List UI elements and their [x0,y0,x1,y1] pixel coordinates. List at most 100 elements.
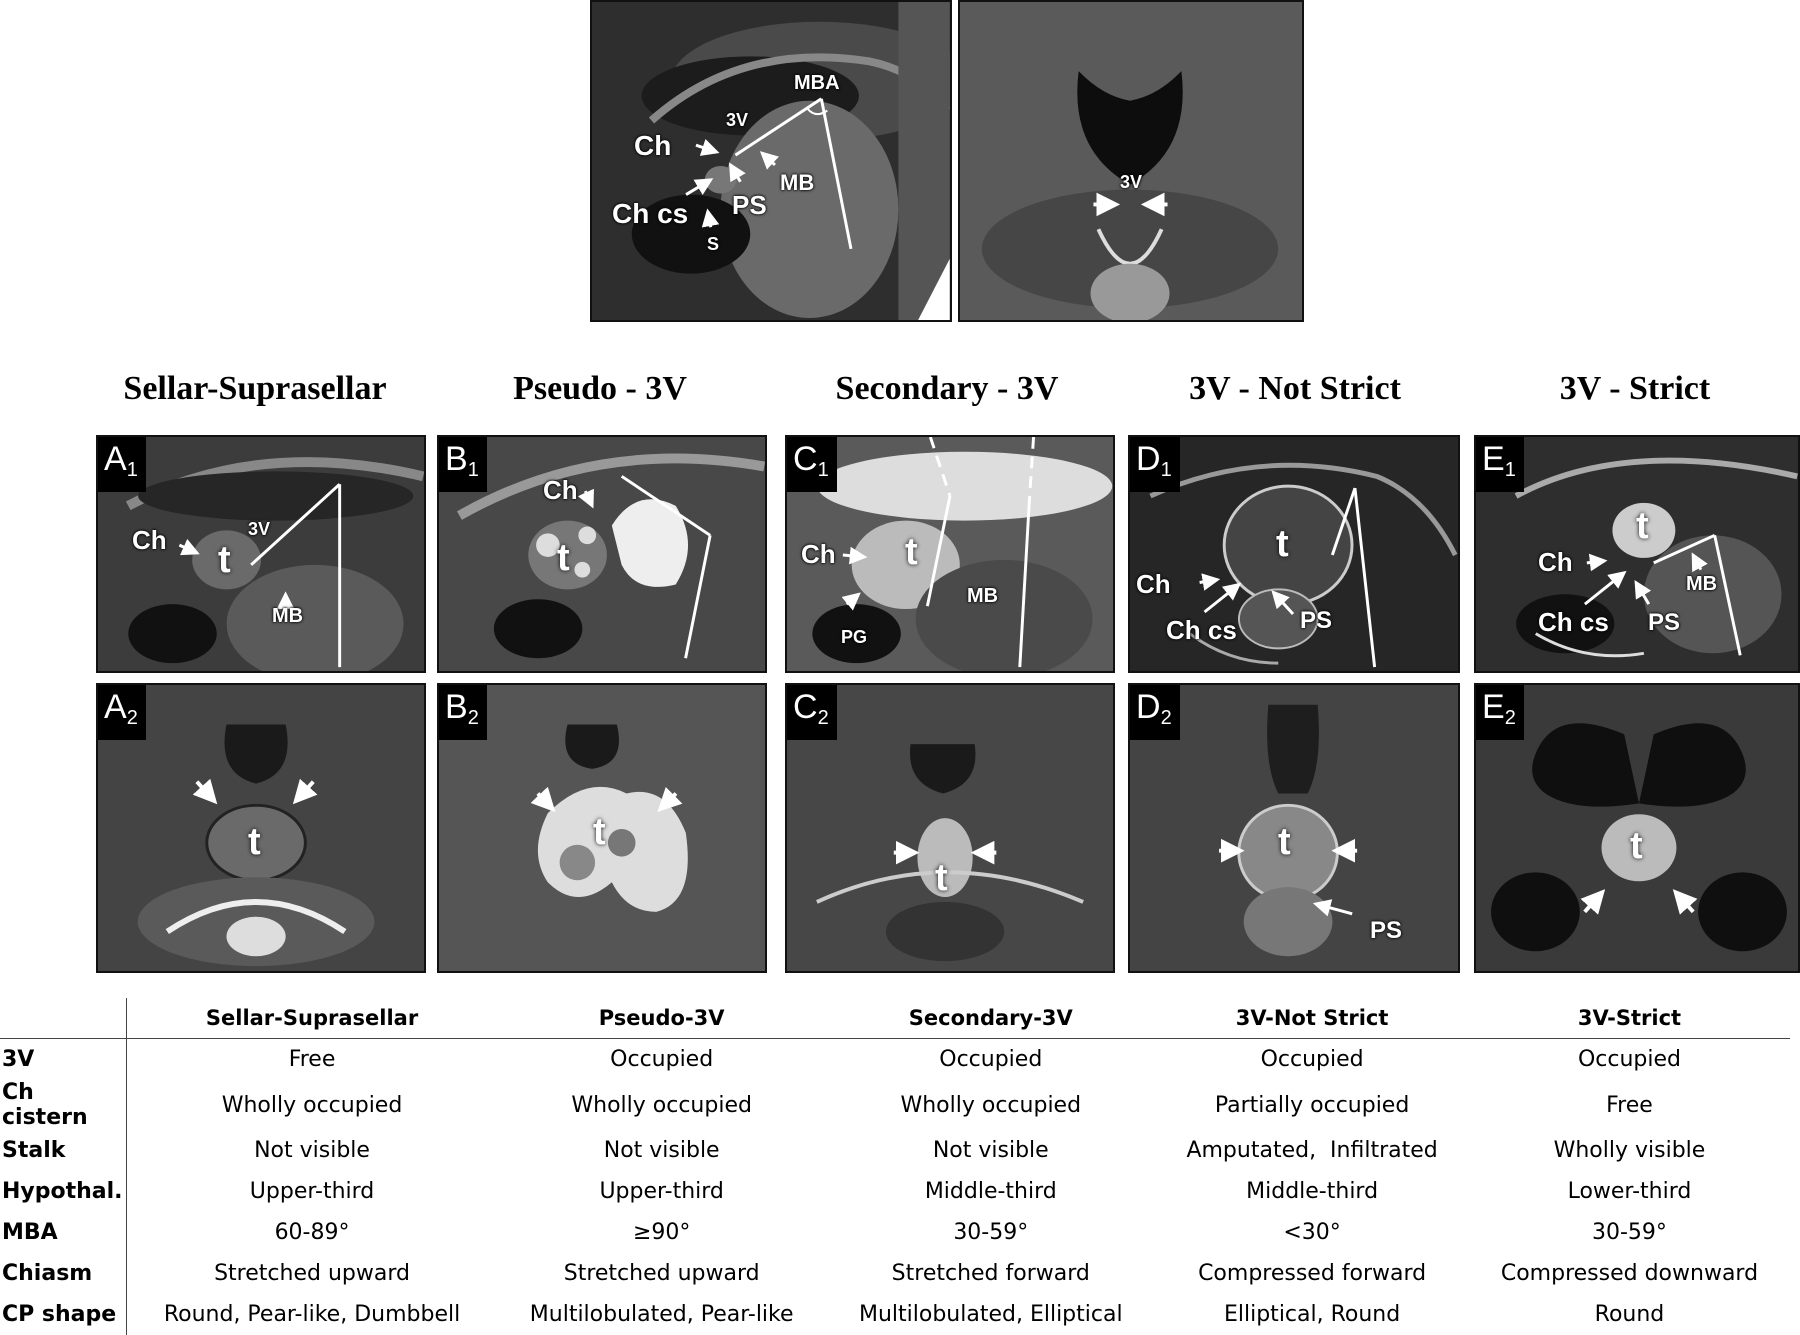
header-3v-strict: 3V-Strict [1468,998,1790,1039]
label-ps: PS [1648,609,1681,636]
label-tumor: t [935,857,948,899]
table-row: Stalk Not visible Not visible Not visibl… [0,1130,1790,1171]
panel-letter-a1: A1 [98,437,146,492]
table-header-row: Sellar-Suprasellar Pseudo-3V Secondary-3… [0,998,1790,1039]
table-cell: <30° [1283,1220,1341,1245]
panel-b2: B2 t [437,683,767,973]
header-sellar-suprasellar: Sellar-Suprasellar [126,998,498,1039]
column-title-c: Secondary - 3V [835,370,1059,407]
panel-a2: A2 t [96,683,426,973]
table-cell: Compressed forward [1198,1261,1427,1286]
table-cell: Free [288,1047,336,1072]
table-cell: Stretched upward [214,1261,410,1286]
table-cell: Round [1594,1302,1665,1327]
label-3v: 3V [726,110,749,130]
label-ch: Ch [1538,547,1573,577]
panel-letter-c1: C1 [787,437,837,492]
label-mb: MB [780,170,815,195]
table-cell: Amputated, Infiltrated [1186,1138,1438,1163]
panel-letter-c2: C2 [787,685,837,740]
panel-d2: D2 t PS [1128,683,1460,973]
table-cell: 60-89° [274,1220,350,1245]
coronal-anatomy-drawing [981,71,1279,320]
label-pg: PG [841,627,868,647]
label-tumor: t [1636,505,1649,547]
row-label-stalk: Stalk [0,1130,127,1171]
table-cell: Round, Pear-like, Dumbbell [163,1302,461,1327]
table-cell: Wholly occupied [571,1092,752,1118]
panel-letter-b2: B2 [439,685,487,740]
label-ch: Ch [801,539,836,569]
table-row: MBA 60-89° ≥90° 30-59° <30° 30-59° [0,1212,1790,1253]
panel-d1: D1 Ch t Ch cs PS [1128,435,1460,673]
label-ps: PS [732,190,767,220]
panel-e2: E2 t [1474,683,1800,973]
classification-table: Sellar-Suprasellar Pseudo-3V Secondary-3… [0,998,1790,1335]
table-cell: Free [1606,1092,1653,1118]
table-cell: Occupied [610,1047,714,1072]
panel-b1: B1 Ch t [437,435,767,673]
table-cell: Occupied [1577,1047,1681,1072]
label-3v: 3V [248,519,271,539]
table-cell: Compressed downward [1500,1261,1759,1286]
label-tumor: t [218,539,231,581]
label-tumor: t [1276,523,1289,565]
panel-letter-a2: A2 [98,685,146,740]
table-cell: Lower-third [1567,1179,1692,1204]
column-title-d: 3V - Not Strict [1189,370,1401,407]
table-cell: Middle-third [924,1179,1057,1204]
table-cell: Stretched forward [891,1261,1090,1286]
header-pseudo-3v: Pseudo-3V [497,998,827,1039]
label-mb: MB [272,605,304,627]
table-cell: Elliptical, Round [1223,1302,1401,1327]
label-tumor: t [1630,825,1643,867]
table-cell: Wholly occupied [900,1092,1082,1118]
label-ch: Ch [1136,569,1171,599]
table-cell: ≥90° [632,1220,691,1245]
label-mb: MB [967,585,999,607]
table-cell: Wholly visible [1553,1138,1706,1163]
label-ch-cs: Ch cs [612,198,689,229]
panel-e1: E1 Ch t MB Ch cs PS [1474,435,1800,673]
table-row: Hypothal. Upper-third Upper-third Middle… [0,1171,1790,1212]
label-ch: Ch [132,525,167,555]
column-title-e: 3V - Strict [1559,370,1711,407]
mri-top-sagittal: MBA 3V Ch MB Ch cs PS S [590,0,952,322]
label-ps: PS [1370,917,1403,944]
panel-letter-d1: D1 [1130,437,1180,492]
label-tumor: t [248,821,261,863]
table-row: 3V Free Occupied Occupied Occupied Occup… [0,1038,1790,1080]
table-cell: Occupied [939,1047,1043,1072]
table-cell: Middle-third [1246,1179,1379,1204]
label-ch-cs: Ch cs [1166,615,1237,645]
panel-letter-e2: E2 [1476,685,1524,740]
row-label-3v: 3V [0,1038,127,1080]
header-3v-not-strict: 3V-Not Strict [1155,998,1469,1039]
table-cell: Not visible [603,1138,720,1163]
label-ps: PS [1300,607,1333,634]
table-cell: Occupied [1260,1047,1364,1072]
row-label-ch-cistern: Ch cistern [0,1080,127,1130]
row-label-cp-shape: CP shape [0,1294,127,1335]
label-ch: Ch [543,475,578,505]
table-cell: Multilobulated, Pear-like [529,1302,794,1327]
panel-c1: C1 Ch t MB PG [785,435,1115,673]
label-ch-cs: Ch cs [1538,607,1609,637]
panel-c2: C2 t [785,683,1115,973]
label-mb: MB [1686,573,1718,595]
label-mba: MBA [794,72,840,94]
label-tumor: t [905,531,918,573]
table-cell: Multilobulated, Elliptical [858,1302,1123,1327]
column-title-b: Pseudo - 3V [513,370,687,407]
row-label-chiasm: Chiasm [0,1253,127,1294]
table-cell: 30-59° [953,1220,1029,1245]
table-cell: Partially occupied [1214,1092,1410,1118]
label-ch: Ch [634,130,672,161]
table-corner [0,998,127,1039]
panel-a1: A1 Ch 3V t MB [96,435,426,673]
table-cell: Stretched upward [563,1261,760,1286]
mri-top-coronal: 3V [958,0,1304,322]
label-tumor: t [1278,821,1291,863]
panel-letter-d2: D2 [1130,685,1180,740]
sagittal-anatomy-drawing [631,2,950,320]
